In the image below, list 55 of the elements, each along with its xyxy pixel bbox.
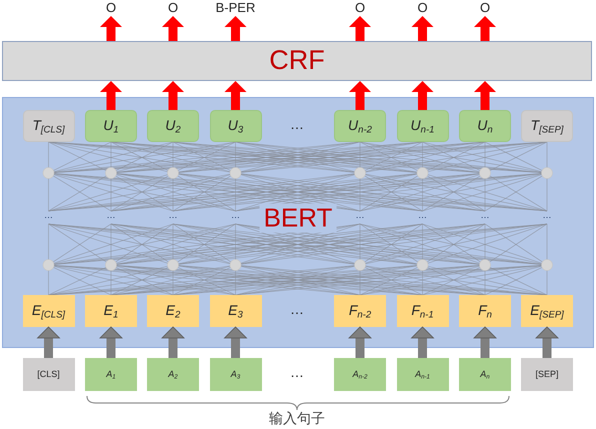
input-token-box: A$_{n-2}$ (334, 358, 386, 391)
tag-label: O (335, 0, 385, 16)
arrow (100, 16, 122, 41)
embedding-box: E$_{2}$ (147, 295, 199, 327)
arrow (162, 16, 184, 41)
tag-label: O (398, 0, 448, 16)
arrow (474, 326, 496, 358)
input-token-box: [SEP] (521, 358, 573, 391)
input-token-box: A$_{n}$ (459, 358, 511, 391)
embedding-box: E$_{[CLS]}$ (22, 295, 74, 327)
arrow (349, 16, 371, 41)
embedding-box: F$_{n}$ (459, 295, 511, 327)
arrow (349, 81, 371, 110)
arrow (411, 326, 434, 358)
arrow (100, 81, 122, 110)
arrow (348, 326, 372, 358)
output-vector-box: U$_{3}$ (210, 110, 262, 142)
arrow (37, 326, 60, 358)
embedding-box: F$_{n-2}$ (334, 295, 386, 327)
tag-label: O (460, 0, 510, 16)
arrow (474, 16, 496, 41)
input-token-box: [CLS] (22, 358, 74, 391)
tag-label: O (148, 0, 198, 16)
embedding-box: E$_{[SEP]}$ (521, 295, 573, 327)
output-token-box: T$_{[CLS]}$ (22, 110, 74, 142)
input-token-box: A$_{3}$ (210, 358, 262, 391)
arrow (474, 81, 496, 110)
arrow (100, 326, 122, 358)
output-vector-box: U$_{n-1}$ (396, 110, 448, 142)
arrow (162, 81, 184, 110)
arrow (224, 326, 247, 358)
embedding-box: E$_{3}$ (210, 295, 262, 327)
input-token-box: A$_{1}$ (85, 358, 137, 391)
tag-label: O (86, 0, 136, 16)
arrow (224, 81, 246, 110)
crf-layer-box: CRF (2, 41, 592, 81)
output-vector-box: U$_{1}$ (85, 110, 137, 142)
input-token-box: A$_{n-1}$ (396, 358, 448, 391)
ellipsis: … (290, 116, 304, 133)
ellipsis: … (290, 364, 304, 381)
embedding-box: E$_{1}$ (85, 295, 137, 327)
output-vector-box: U$_{2}$ (147, 110, 199, 142)
brace-label: 输入句子 (269, 410, 325, 427)
arrow (412, 16, 434, 41)
output-vector-box: U$_{n}$ (459, 110, 511, 142)
ellipsis: … (290, 301, 304, 318)
arrow (224, 16, 246, 41)
input-token-box: A$_{2}$ (147, 358, 199, 391)
arrow (412, 81, 434, 110)
arrow (162, 326, 184, 358)
output-token-box: T$_{[SEP]}$ (521, 110, 573, 142)
arrow (536, 326, 558, 358)
embedding-box: F$_{n-1}$ (396, 295, 448, 327)
tag-label: B-PER (210, 0, 260, 16)
output-vector-box: U$_{n-2}$ (334, 110, 386, 142)
